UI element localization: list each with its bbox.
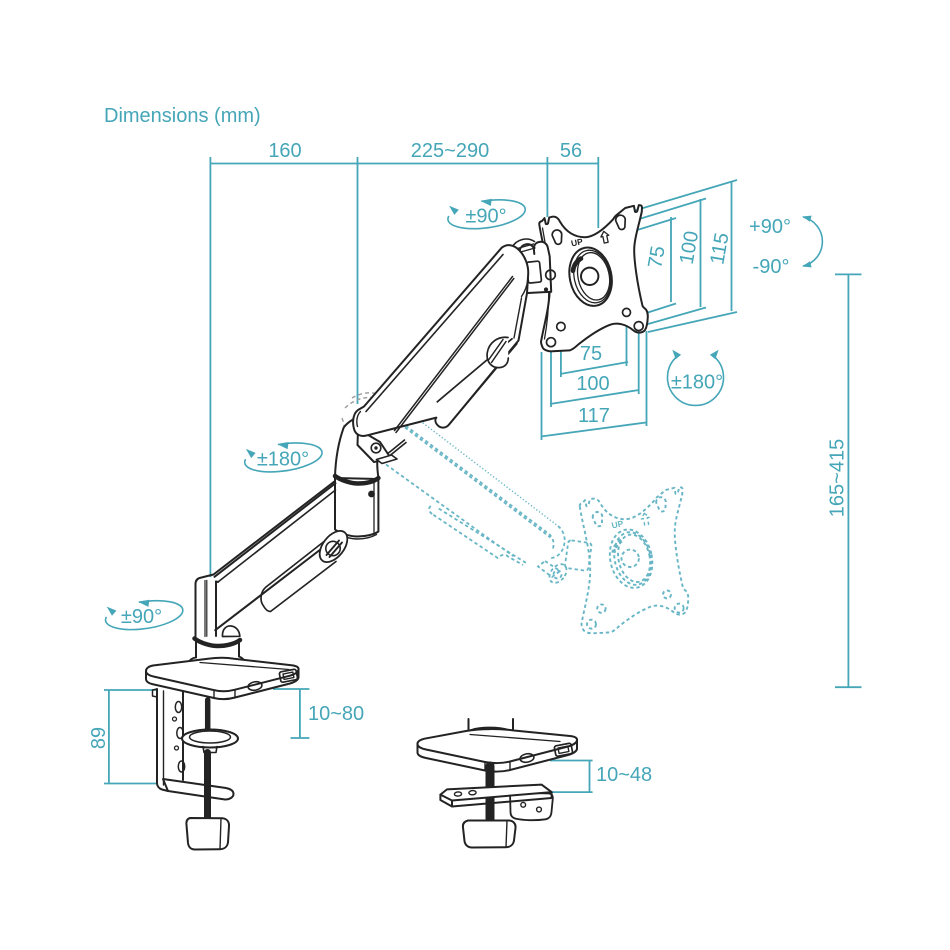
- svg-text:-90°: -90°: [753, 256, 790, 278]
- svg-text:225~290: 225~290: [411, 140, 489, 162]
- svg-text:10~48: 10~48: [596, 764, 652, 786]
- svg-text:75: 75: [580, 343, 602, 365]
- svg-text:100: 100: [576, 373, 609, 395]
- svg-text:89: 89: [88, 727, 110, 749]
- svg-text:75: 75: [644, 244, 670, 270]
- svg-text:Dimensions (mm): Dimensions (mm): [104, 105, 261, 127]
- svg-text:±180°: ±180°: [257, 449, 309, 471]
- svg-text:56: 56: [560, 140, 582, 162]
- svg-text:100: 100: [676, 229, 703, 266]
- svg-text:10~80: 10~80: [308, 703, 364, 725]
- svg-text:±90°: ±90°: [121, 606, 162, 628]
- svg-text:117: 117: [578, 405, 610, 427]
- svg-text:±180°: ±180°: [671, 372, 723, 394]
- svg-text:±90°: ±90°: [465, 206, 506, 228]
- svg-text:165~415: 165~415: [827, 439, 849, 517]
- svg-text:115: 115: [706, 231, 733, 266]
- svg-text:UP: UP: [611, 518, 625, 530]
- svg-text:UP: UP: [570, 236, 584, 248]
- svg-text:160: 160: [268, 140, 301, 162]
- svg-text:+90°: +90°: [749, 216, 791, 238]
